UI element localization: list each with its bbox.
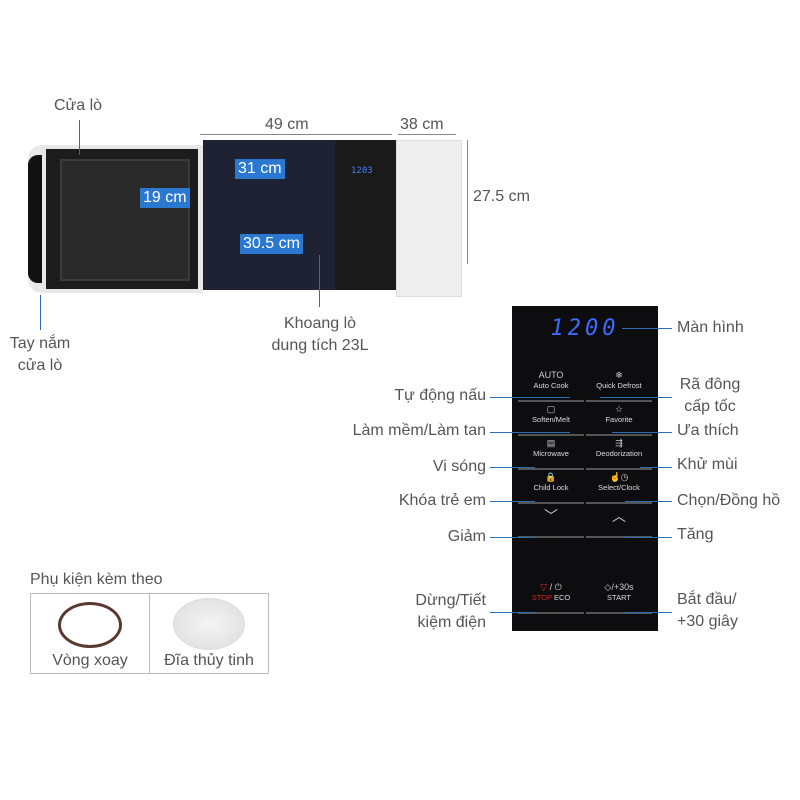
inner-height-badge: 19 cm xyxy=(140,188,190,208)
stop-icon: ▽ xyxy=(540,582,548,592)
cavity-label: Khoang lò dung tích 23L xyxy=(271,315,369,354)
roller-ring-image xyxy=(58,602,122,648)
defrost-icon: ❄ xyxy=(615,370,623,380)
accessories-title: Phụ kiện kèm theo xyxy=(30,571,163,588)
start-icon: ◇ xyxy=(604,582,612,592)
door-handle xyxy=(28,155,42,283)
callout-favorite: Ưa thích xyxy=(677,422,739,439)
accessory-ring-label: Vòng xoay xyxy=(52,652,128,669)
callout-deodorization: Khử mùi xyxy=(677,456,738,473)
select-clock-button[interactable]: ☝◷Select/Clock xyxy=(586,472,652,504)
accessories-box: Vòng xoay Đĩa thủy tinh xyxy=(30,593,269,674)
soften-melt-button[interactable]: ▢Soften/Melt xyxy=(518,404,584,436)
up-button[interactable]: ︿ xyxy=(586,506,652,538)
chevron-up-icon: ︿ xyxy=(612,508,626,524)
lock-icon: 🔒 xyxy=(545,472,557,482)
soften-icon: ▢ xyxy=(546,404,556,414)
microwave-icon: ▤ xyxy=(546,438,556,448)
callout-stop-eco: Dừng/Tiết kiệm điện xyxy=(415,592,486,631)
callout-down: Giảm xyxy=(447,528,486,545)
callout-select-clock: Chọn/Đồng hồ xyxy=(677,492,781,509)
microwave-button[interactable]: ▤Microwave xyxy=(518,438,584,470)
oven-door xyxy=(28,145,203,293)
callout-child-lock: Khóa trẻ em xyxy=(398,492,486,509)
quick-defrost-button[interactable]: ❄Quick Defrost xyxy=(586,370,652,402)
down-button[interactable]: ﹀ xyxy=(518,506,584,538)
callout-quick-defrost: Rã đông cấp tốc xyxy=(679,376,741,415)
deodorize-icon: ⇶ xyxy=(615,438,623,448)
clock-icon: ☝◷ xyxy=(609,472,629,482)
callout-start: Bắt đầu/ +30 giây xyxy=(677,591,738,630)
eco-icon: ⏻ xyxy=(554,582,562,592)
deodorization-button[interactable]: ⇶Deodorization xyxy=(586,438,652,470)
chevron-down-icon: ﹀ xyxy=(544,508,558,524)
callout-display: Màn hình xyxy=(677,319,744,336)
callout-up: Tăng xyxy=(677,526,714,543)
inner-width-badge: 31 cm xyxy=(235,159,285,179)
width-label: 49 cm xyxy=(265,116,309,133)
inner-depth-badge: 30.5 cm xyxy=(240,234,303,254)
panel-display: 1200 xyxy=(550,316,620,341)
accessory-plate-label: Đĩa thủy tinh xyxy=(164,652,254,669)
child-lock-button[interactable]: 🔒Child Lock xyxy=(518,472,584,504)
microwave-image: 1203 xyxy=(28,140,468,300)
callout-auto-cook: Tự động nấu xyxy=(394,387,486,404)
start-button[interactable]: ◇/+30s START xyxy=(586,582,652,614)
auto-icon: AUTO xyxy=(538,370,564,380)
oven-side xyxy=(396,140,462,297)
handle-label: Tay nắm cửa lò xyxy=(9,335,71,374)
door-label: Cửa lò xyxy=(54,97,103,114)
callout-microwave: Vi sóng xyxy=(432,458,486,475)
depth-label: 38 cm xyxy=(400,116,444,133)
height-label: 27.5 cm xyxy=(473,188,530,205)
favorite-button[interactable]: ☆Favorite xyxy=(586,404,652,436)
stop-eco-button[interactable]: ▽ / ⏻ STOP ECO xyxy=(518,582,584,614)
star-icon: ☆ xyxy=(614,404,624,414)
callout-soften-melt: Làm mềm/Làm tan xyxy=(352,422,486,439)
glass-plate-image xyxy=(173,598,245,650)
oven-control-panel: 1203 xyxy=(335,140,400,290)
